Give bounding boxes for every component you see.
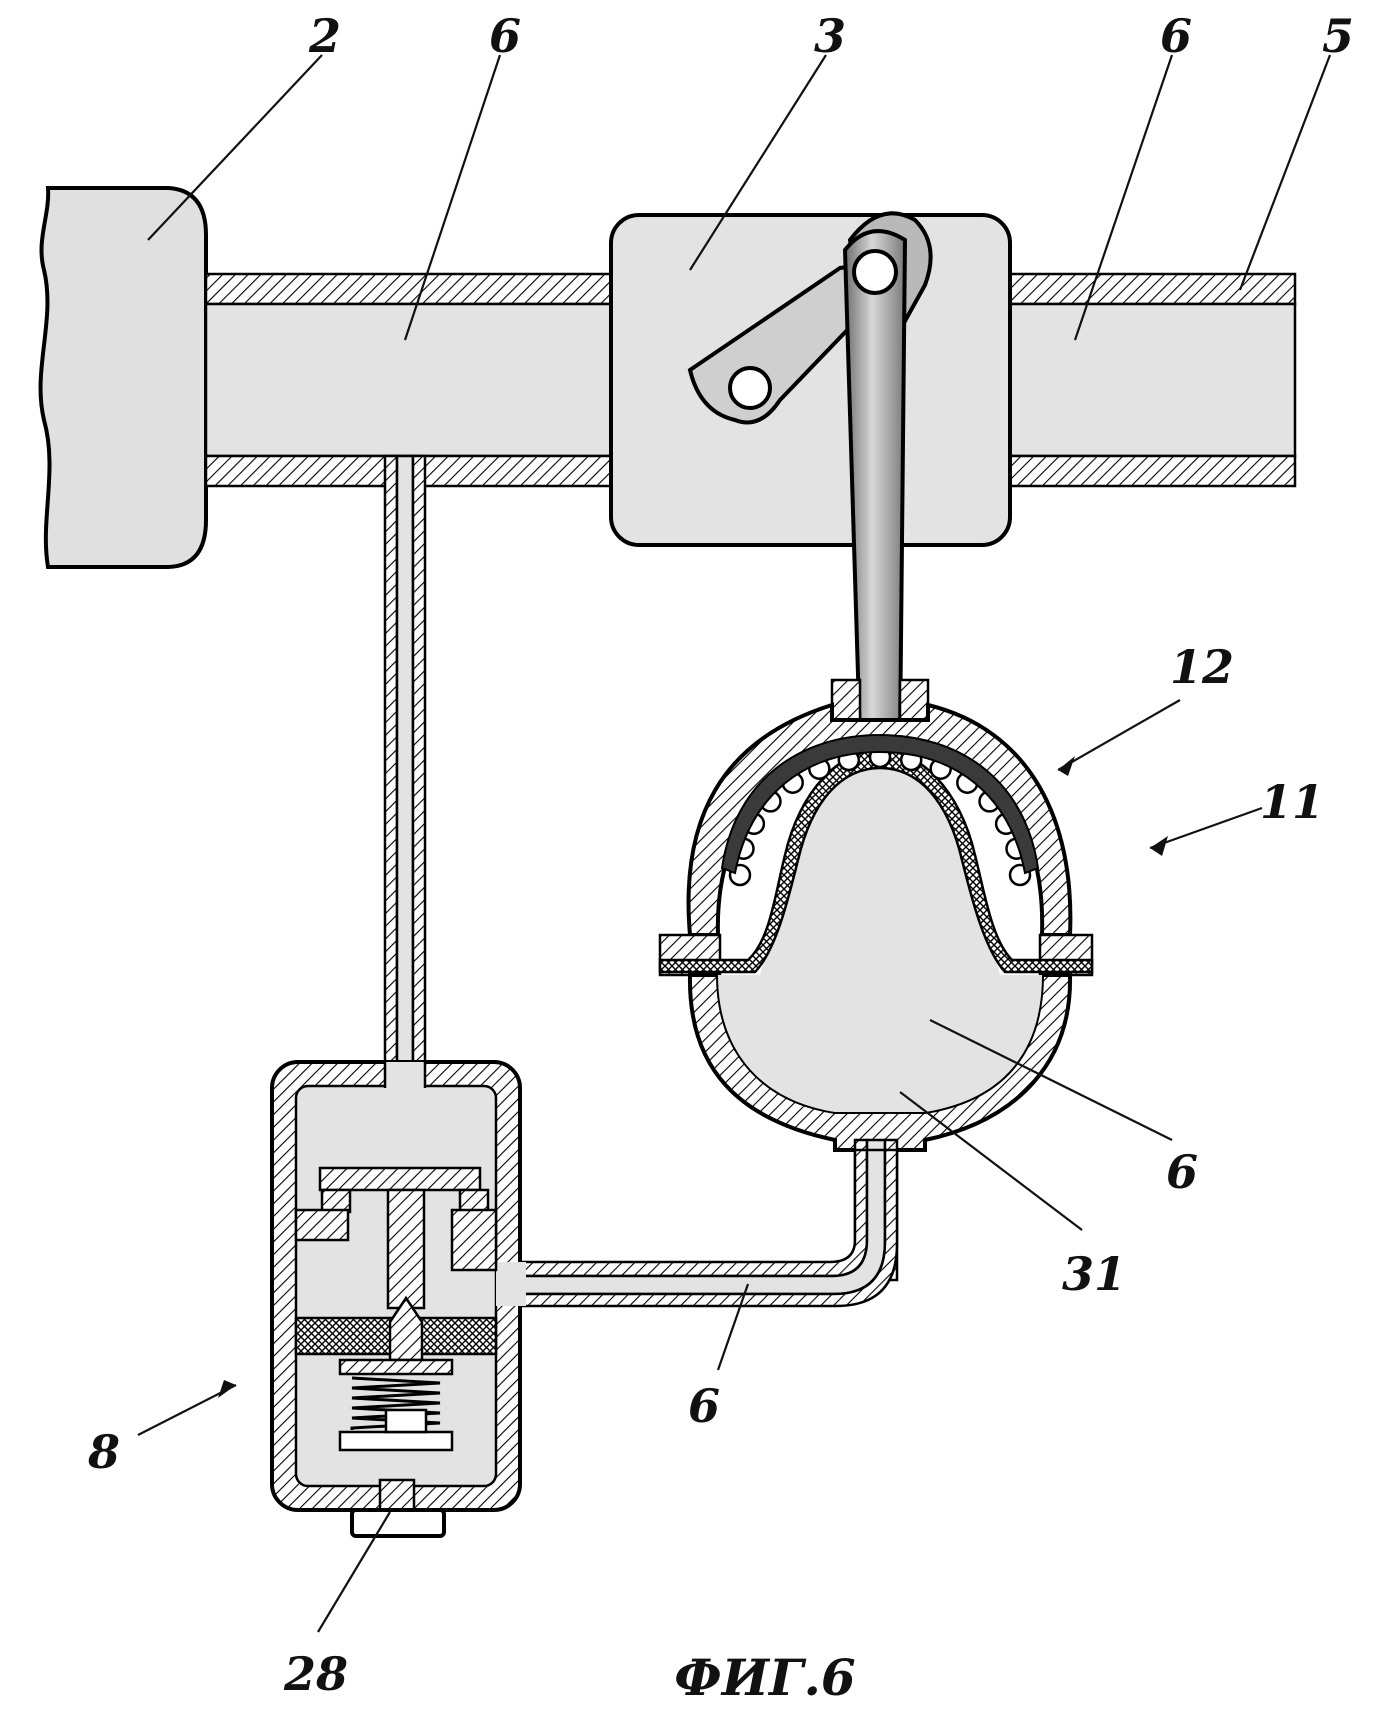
label-regulator: 8	[87, 1425, 120, 1479]
rod-pin	[854, 251, 896, 293]
pipe-left-section	[206, 274, 611, 486]
valve-body	[611, 215, 1010, 545]
pipe-right-section	[1010, 274, 1295, 486]
label-plug: 28	[283, 1647, 348, 1701]
label-fluid-right: 6	[1160, 9, 1192, 63]
label-diaphragm: 31	[1062, 1247, 1126, 1301]
figure-caption: ФИГ.6	[674, 1648, 855, 1707]
return-tube	[500, 1150, 897, 1306]
branch-tube	[385, 456, 425, 1076]
label-fluid-tube: 6	[688, 1379, 720, 1433]
actuator-rod	[845, 231, 905, 740]
label-actuator: 11	[1260, 775, 1324, 829]
label-pipe: 5	[1322, 9, 1354, 63]
label-fluid-left: 6	[489, 9, 521, 63]
label-valve: 3	[814, 9, 846, 63]
regulator-piston	[320, 1168, 480, 1190]
label-engine: 2	[308, 9, 341, 63]
engine-block	[41, 188, 206, 567]
label-housing: 12	[1170, 640, 1234, 694]
label-fluid-chamber: 6	[1166, 1145, 1198, 1199]
